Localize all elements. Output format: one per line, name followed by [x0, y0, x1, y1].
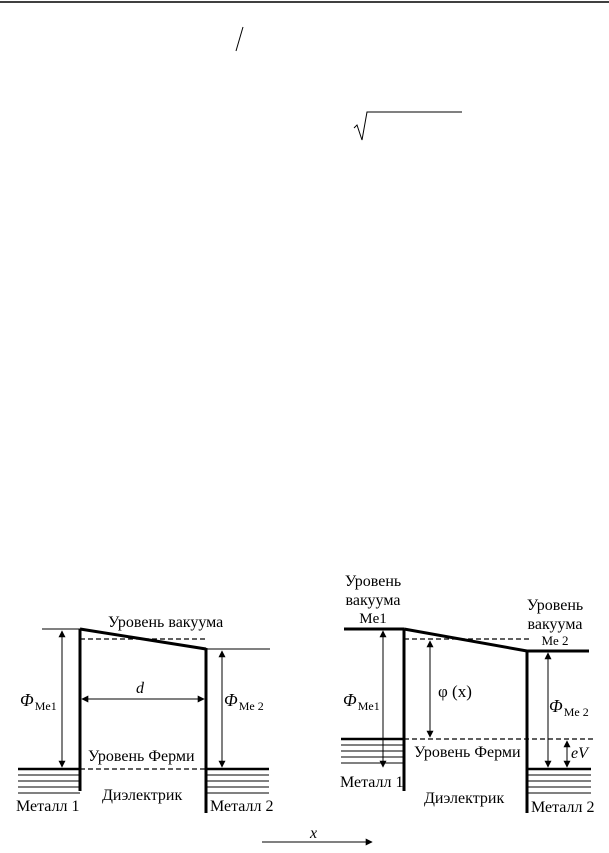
phi-me1-label: ΦMe1 [20, 690, 57, 713]
vacuum-me2-label-line1: Уровень [527, 597, 583, 614]
phi-me2-label: ΦMe 2 [549, 696, 589, 719]
vacuum-me2-label-line3: Me 2 [541, 633, 568, 648]
x-axis-label: x [309, 825, 317, 842]
metal2-label: Металл 2 [210, 798, 274, 815]
vacuum-level-label: Уровень вакуума [108, 614, 223, 631]
fermi-level-label: Уровень Ферми [414, 744, 521, 761]
fraction-slash [235, 26, 244, 52]
right-diagram: Уровень вакуума Me1 Уровень вакуума Me 2… [340, 573, 595, 816]
dielectric-label: Диэлектрик [102, 787, 182, 804]
metal2-filled-states [206, 774, 269, 794]
metal1-label: Металл 1 [340, 774, 404, 791]
vacuum-me1-label-line3: Me1 [359, 611, 387, 627]
dielectric-label: Диэлектрик [424, 790, 504, 807]
vacuum-me1-label-line1: Уровень [345, 573, 401, 590]
phi-me1-label: ΦMe1 [343, 690, 380, 713]
sqrt-sign [353, 111, 462, 141]
left-diagram: Уровень вакуума Уровень Ферми d ΦMe1 ΦMe… [16, 614, 274, 815]
metal1-label: Металл 1 [16, 798, 80, 815]
metal2-filled-states [527, 774, 591, 794]
metal2-label: Металл 2 [531, 799, 595, 816]
fermi-level-label: Уровень Ферми [88, 748, 195, 765]
metal1-filled-states [341, 744, 404, 764]
vacuum-me2-label-line2: вакуума [528, 616, 583, 633]
vacuum-level-slope [79, 627, 207, 651]
vacuum-level-slope [403, 627, 528, 653]
phi-me2-label: ΦMe 2 [224, 690, 264, 713]
ev-label: eV [571, 745, 590, 762]
phi-x-label: φ (x) [438, 682, 472, 701]
vacuum-me1-label-line2: вакуума [346, 592, 401, 609]
metal1-filled-states [18, 774, 80, 794]
width-d-label: d [136, 680, 145, 697]
